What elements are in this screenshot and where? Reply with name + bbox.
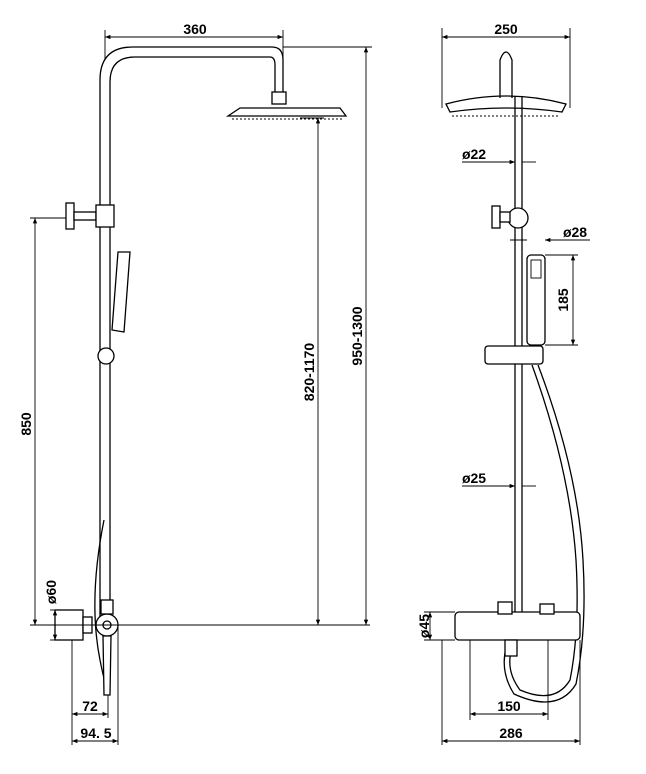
front-shower-head <box>445 95 567 113</box>
side-view: 360 950-1300 820-1170 850 ø60 72 94. 5 <box>18 21 372 745</box>
dim-offset-b: 94. 5 <box>80 725 111 741</box>
side-shower-head <box>225 107 348 117</box>
dim-mixer-width: 286 <box>499 725 523 741</box>
front-bracket <box>491 205 529 229</box>
dim-hand-shower-length: 185 <box>555 288 571 312</box>
dim-hand-shower-dia: ø28 <box>563 224 587 240</box>
wall-bracket <box>65 202 115 230</box>
dim-head-height: 820-1170 <box>301 343 317 402</box>
front-view: 250 ø22 ø28 185 ø25 ø45 150 286 <box>416 21 590 745</box>
dim-lower-pipe-dia: ø25 <box>462 470 486 486</box>
dim-front-mixer-dia: ø45 <box>416 614 432 638</box>
riser-pipe <box>99 46 284 622</box>
dim-arm-reach: 360 <box>183 21 207 37</box>
dim-mixer-height: 850 <box>18 412 34 436</box>
front-mixer <box>454 601 581 657</box>
dim-mixer-centers: 150 <box>497 698 521 714</box>
dim-offset-a: 72 <box>82 698 98 714</box>
head-connector <box>271 91 287 105</box>
side-hand-shower <box>111 251 131 333</box>
dim-side-mixer-dia: ø60 <box>43 580 59 604</box>
front-hand-shower <box>526 254 546 346</box>
front-hose <box>509 364 578 697</box>
front-arm <box>499 51 513 98</box>
dim-upper-pipe-dia: ø22 <box>462 146 486 162</box>
slider-knob <box>97 347 115 365</box>
dim-head-dia: 250 <box>494 21 518 37</box>
side-mixer <box>54 599 119 696</box>
front-slider <box>484 345 544 365</box>
dim-total-height: 950-1300 <box>349 306 365 365</box>
